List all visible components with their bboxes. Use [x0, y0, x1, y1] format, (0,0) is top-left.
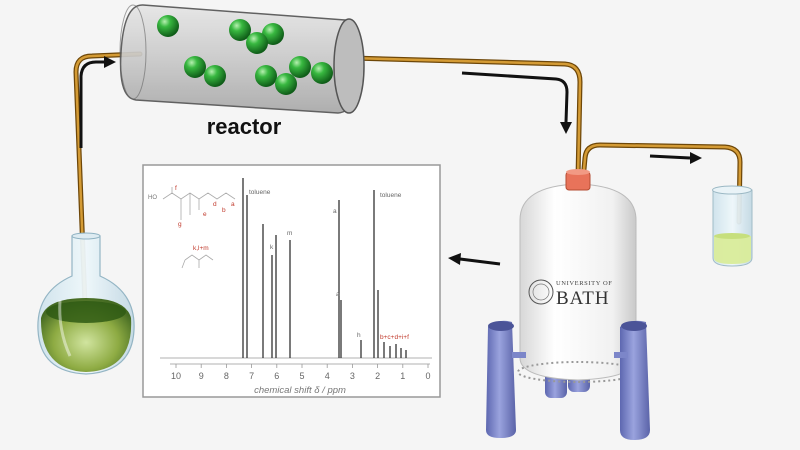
tube-reactor-to-tank	[349, 55, 583, 181]
reactor: reactor	[119, 4, 365, 139]
logo-university-text: UNIVERSITY OF	[556, 280, 613, 287]
x-tick-label: 8	[224, 371, 229, 381]
reactor-label: reactor	[207, 114, 282, 139]
tank-leg-left	[486, 320, 516, 438]
bead	[311, 62, 333, 84]
tank-leg-right	[620, 320, 650, 440]
arrow-right	[649, 152, 702, 164]
logo-bath-text: BATH	[556, 288, 610, 309]
x-tick-label: 7	[249, 371, 254, 381]
tank-leg-bracket	[614, 352, 628, 358]
label-toluene-right: toluene	[380, 192, 402, 199]
round-bottom-flask	[37, 232, 135, 375]
label-a: a	[333, 208, 337, 215]
bead	[289, 56, 311, 78]
struct-label-d: d	[213, 201, 217, 208]
x-tick-label: 2	[375, 371, 380, 381]
molecule-structure	[162, 187, 236, 269]
label-multiplet: b+c+d+i+f	[380, 334, 409, 341]
x-tick-label: 5	[299, 371, 304, 381]
collection-vessel: UNIVERSITY OF BATH	[486, 169, 650, 440]
struct-label-e: e	[203, 211, 207, 218]
x-tick-label: 10	[171, 371, 181, 381]
struct-label-ho: HO	[148, 195, 157, 201]
bead	[275, 73, 297, 95]
label-a-small: a	[336, 291, 340, 298]
collection-vial	[712, 185, 753, 267]
tank-body	[519, 183, 637, 381]
nmr-frame	[142, 164, 441, 398]
struct-label-g: g	[178, 221, 182, 228]
reactor-end-cap	[333, 18, 365, 114]
label-toluene-left: toluene	[249, 189, 271, 196]
catalyst-beads	[157, 15, 333, 95]
arrow-right-down	[461, 71, 572, 134]
struct-label-a: a	[231, 201, 235, 208]
x-axis-title: chemical shift δ / ppm	[254, 385, 346, 396]
x-tick-label: 0	[425, 371, 430, 381]
label-m: m	[287, 230, 292, 237]
x-tick-label: 6	[274, 371, 279, 381]
arrow-up	[79, 56, 116, 148]
arrow-left	[448, 253, 501, 266]
x-tick-label: 4	[325, 371, 330, 381]
bead	[262, 23, 284, 45]
label-h: h	[357, 332, 361, 339]
tubing	[73, 51, 743, 333]
bead	[246, 32, 268, 54]
university-logo: UNIVERSITY OF BATH	[528, 279, 613, 309]
nmr-spectrum-panel: HO f d b a e g k,l+m toluene to	[142, 164, 441, 398]
struct-label-b: b	[222, 207, 226, 214]
struct-label-f: f	[175, 185, 177, 192]
flow-arrows	[79, 56, 702, 266]
label-k: k	[270, 244, 274, 251]
bead	[255, 65, 277, 87]
vial-liquid	[714, 236, 751, 264]
bead	[157, 15, 179, 37]
spectrum-peaks	[242, 178, 407, 358]
bead	[229, 19, 251, 41]
x-tick-label: 9	[199, 371, 204, 381]
x-tick-label: 3	[350, 371, 355, 381]
tank-leg-bracket	[512, 352, 526, 358]
struct-label-klm: k,l+m	[193, 245, 209, 252]
x-tick-label: 1	[400, 371, 405, 381]
bead	[204, 65, 226, 87]
bead	[184, 56, 206, 78]
